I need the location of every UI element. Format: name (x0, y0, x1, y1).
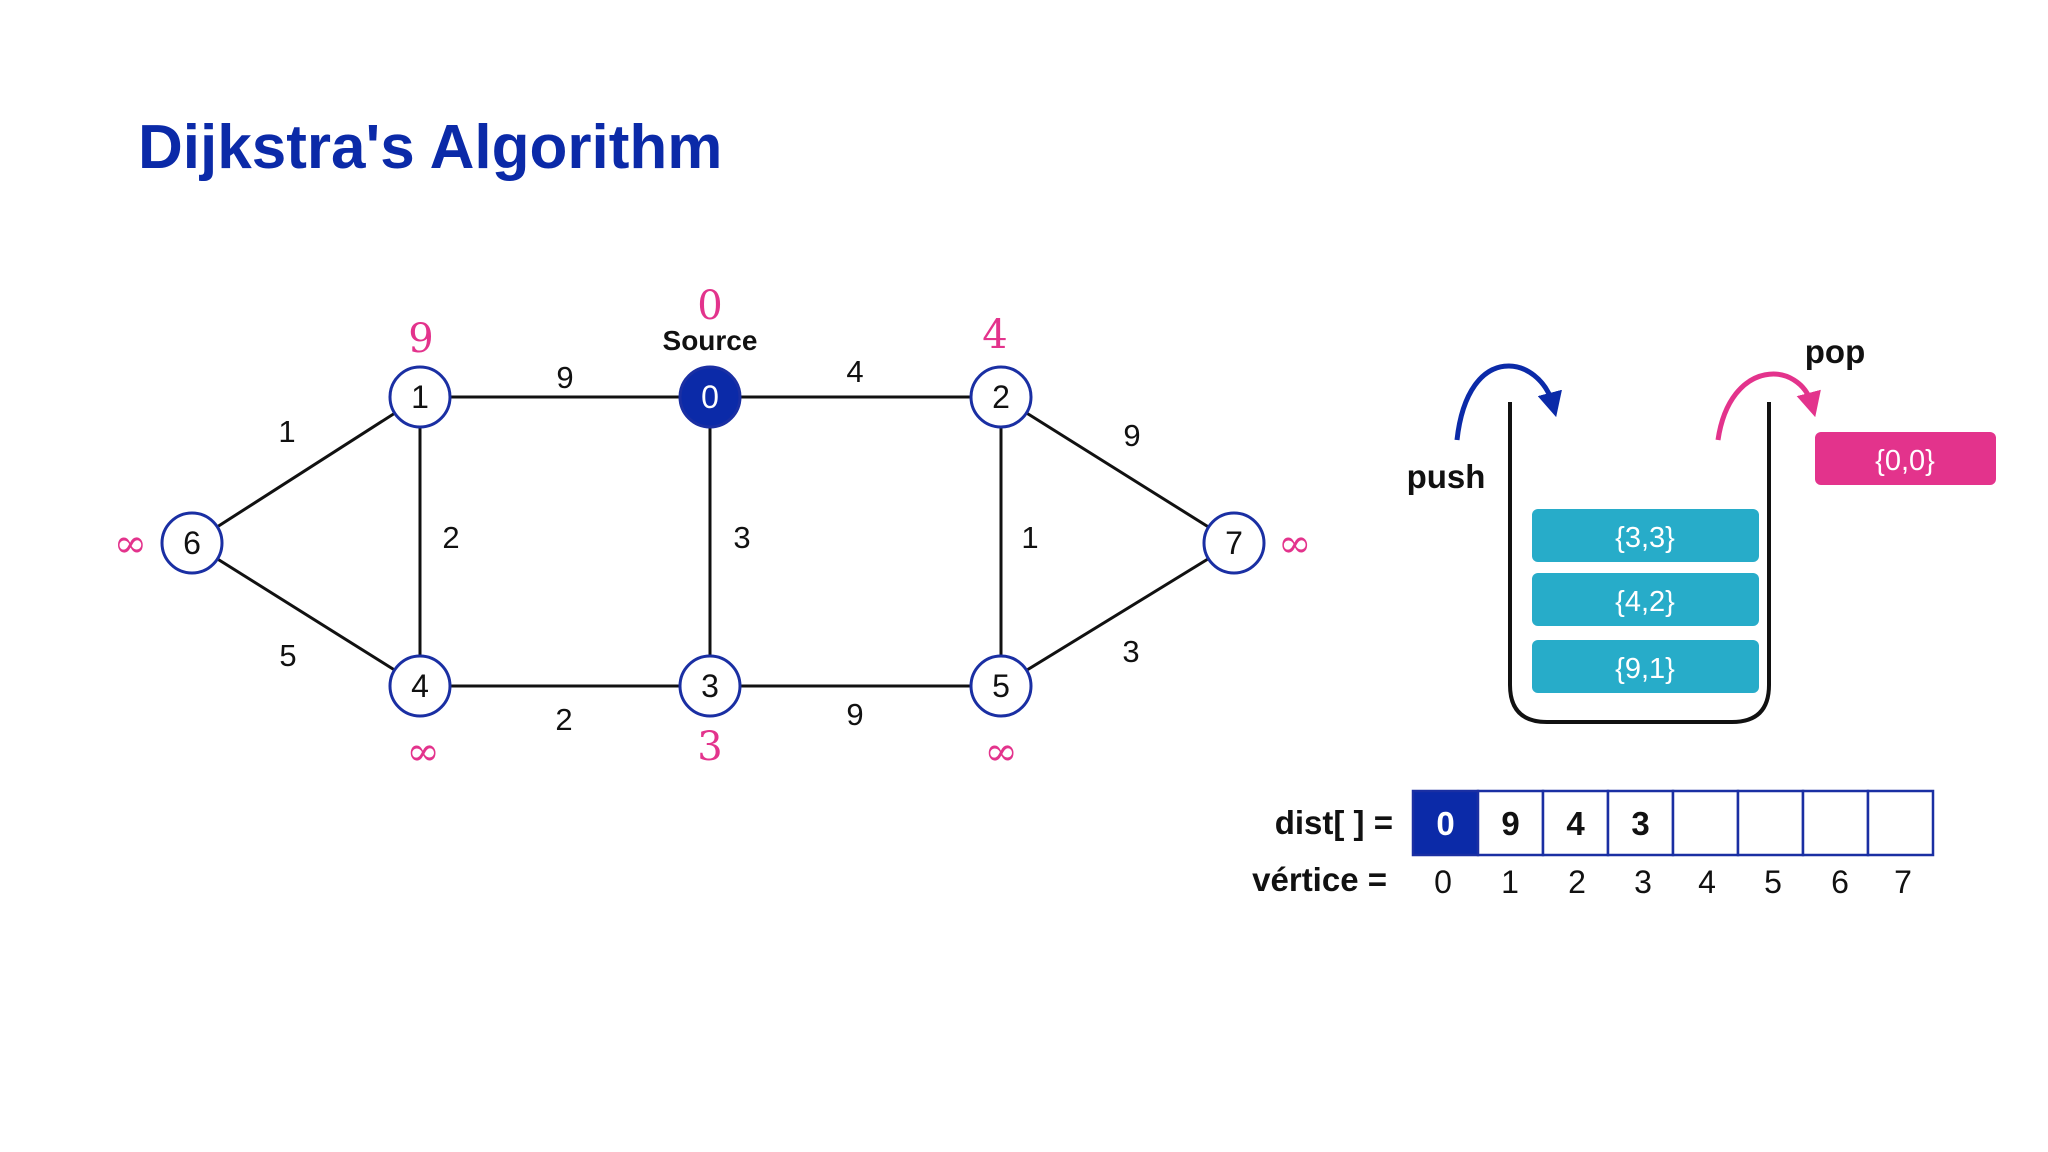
node-7 (1202, 511, 1266, 575)
edge-weight-6-4: 5 (279, 638, 296, 673)
node-3-label: 3 (701, 668, 719, 704)
vertex-index-6: 6 (1831, 864, 1849, 900)
queue-item-label: {3,3} (1615, 522, 1675, 554)
vertex-row-label: vértice = (1252, 861, 1387, 898)
popped-item (1815, 432, 1996, 485)
edge-5-7 (1000, 541, 1235, 688)
node-6-label: 6 (183, 525, 201, 561)
node-3-distance: 3 (697, 724, 722, 770)
node-5-distance: ∞ (984, 729, 1017, 775)
node-3 (678, 654, 742, 718)
node-7-distance: ∞ (1278, 521, 1311, 567)
queue-item-label: {4,2} (1615, 586, 1675, 618)
graph-edges (191, 395, 1235, 688)
graph-distance-labels: 0 9 4 3 ∞ ∞ ∞ ∞ (114, 283, 1312, 775)
vertex-index-3: 3 (1634, 864, 1652, 900)
pop-label: pop (1805, 333, 1865, 370)
node-0-label: 0 (701, 379, 719, 415)
edge-weight-0-2: 4 (846, 354, 863, 389)
edge-weight-1-4: 2 (442, 520, 459, 555)
page-title: Dijkstra's Algorithm (138, 113, 723, 182)
vertex-index-7: 7 (1894, 864, 1912, 900)
node-5-label: 5 (992, 668, 1010, 704)
edge-weight-3-5: 9 (846, 697, 863, 732)
edge-weight-6-1: 1 (278, 414, 295, 449)
node-7-label: 7 (1225, 525, 1243, 561)
edge-6-4 (191, 541, 421, 688)
dist-array: 0 9 4 3 (1411, 789, 1935, 857)
edge-weight-5-7: 3 (1122, 634, 1139, 669)
node-1 (388, 365, 452, 429)
dist-cell-1 (1476, 789, 1545, 857)
push-arrow-icon (1454, 363, 1562, 441)
graph-edge-weights: 9 4 1 2 3 1 9 5 2 9 3 (278, 354, 1140, 737)
dist-cell-2-value: 4 (1566, 805, 1585, 842)
edge-weight-2-5: 1 (1021, 520, 1038, 555)
node-6-distance: ∞ (114, 521, 147, 567)
vertex-row: 0 1 2 3 4 5 6 7 (1434, 864, 1912, 900)
dist-cell-0-value: 0 (1436, 805, 1454, 842)
node-4-distance: ∞ (406, 729, 439, 775)
dist-cell-4 (1671, 789, 1740, 857)
source-caption: Source (663, 325, 758, 356)
node-1-distance: 9 (408, 316, 433, 362)
vertex-index-0: 0 (1434, 864, 1452, 900)
pop-arrow-icon (1715, 371, 1821, 441)
edge-weight-0-3: 3 (733, 520, 750, 555)
dist-cell-7 (1866, 789, 1935, 857)
vertex-index-1: 1 (1501, 864, 1519, 900)
node-4-label: 4 (411, 668, 429, 704)
graph-nodes: 0 1 2 3 4 5 6 7 (160, 365, 1266, 718)
edge-2-7 (1000, 395, 1235, 545)
vertex-index-2: 2 (1568, 864, 1586, 900)
dist-cell-1-value: 9 (1501, 805, 1519, 842)
queue-items: {3,3} {4,2} {9,1} (1532, 509, 1759, 693)
dist-cell-0 (1411, 789, 1480, 857)
dist-cell-6 (1801, 789, 1870, 857)
queue-item (1532, 640, 1759, 693)
dist-cell-3-value: 3 (1631, 805, 1649, 842)
edge-weight-4-3: 2 (555, 702, 572, 737)
node-2-distance: 4 (982, 312, 1007, 358)
node-1-label: 1 (411, 379, 429, 415)
queue-item (1532, 509, 1759, 562)
edge-weight-2-7: 9 (1123, 418, 1140, 453)
dist-array-label: dist[ ] = (1275, 804, 1393, 841)
node-4 (388, 654, 452, 718)
node-5 (969, 654, 1033, 718)
node-6 (160, 511, 224, 575)
vertex-index-5: 5 (1764, 864, 1782, 900)
popped-item-label: {0,0} (1875, 445, 1935, 477)
push-label: push (1407, 458, 1486, 495)
queue-container (1508, 402, 1771, 724)
dist-cell-5 (1736, 789, 1805, 857)
dist-cell-2 (1541, 789, 1610, 857)
node-0-distance: 0 (697, 283, 722, 329)
vertex-index-4: 4 (1698, 864, 1716, 900)
node-0 (678, 365, 742, 429)
node-2-label: 2 (992, 379, 1010, 415)
node-2 (969, 365, 1033, 429)
queue-item-label: {9,1} (1615, 653, 1675, 685)
edge-weight-1-0: 9 (556, 360, 573, 395)
edge-6-1 (191, 395, 421, 545)
dist-cell-3 (1606, 789, 1675, 857)
queue-item (1532, 573, 1759, 626)
